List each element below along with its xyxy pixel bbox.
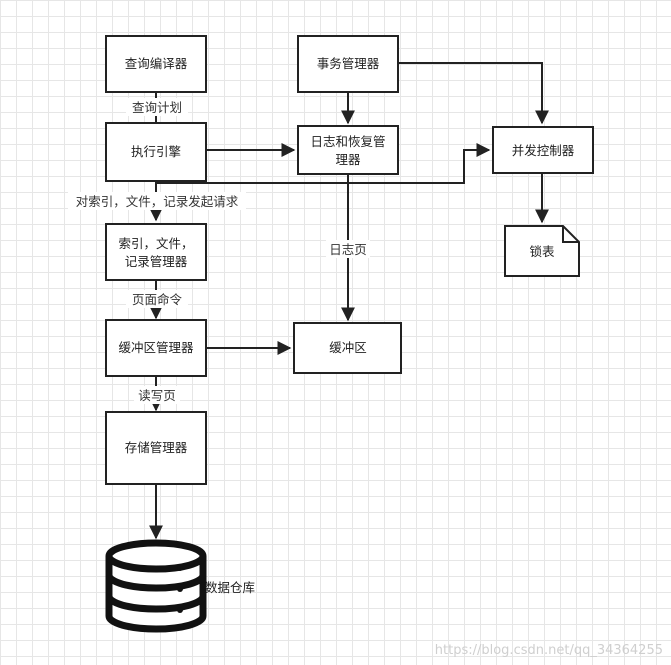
edge-label-page-command: 页面命令: [132, 292, 183, 307]
node-label: 事务管理器: [317, 56, 380, 71]
node-query-compiler: 查询编译器: [105, 35, 207, 93]
node-transaction-manager: 事务管理器: [297, 35, 399, 93]
node-label-line2: 记录管理器: [125, 254, 188, 269]
edge-labels: 查询计划 对索引，文件，记录发起请求 日志页 页面命令 读写页: [68, 98, 370, 404]
edge-label-log-page: 日志页: [329, 242, 367, 257]
node-label: 并发控制器: [512, 143, 575, 158]
node-label: 缓冲区管理器: [118, 340, 194, 355]
node-concurrency-controller: 并发控制器: [492, 126, 594, 174]
data-warehouse-icon: [105, 539, 207, 633]
node-storage-manager: 存储管理器: [105, 411, 207, 485]
node-lock-table: 锁表: [504, 225, 580, 277]
node-label-line1: 索引，文件，: [118, 236, 193, 251]
node-buffer: 缓冲区: [293, 322, 402, 374]
edge-label-query-plan: 查询计划: [132, 100, 182, 115]
node-label: 缓冲区: [329, 340, 367, 355]
node-buffer-manager: 缓冲区管理器: [105, 319, 207, 377]
edge-transaction-to-concurrency: [398, 62, 549, 125]
node-log-recovery-manager: 日志和恢复管 理器: [297, 125, 399, 175]
node-label: 存储管理器: [125, 440, 188, 455]
data-warehouse-label: 数据仓库: [205, 580, 255, 595]
edge-label-request-index-file-record: 对索引，文件，记录发起请求: [76, 194, 239, 209]
node-label: 执行引擎: [131, 144, 181, 159]
node-label-line1: 日志和恢复管: [310, 134, 385, 149]
edge-label-read-write-page: 读写页: [138, 388, 176, 403]
watermark: https://blog.csdn.net/qq_34364255: [435, 643, 663, 658]
node-label-line2: 理器: [335, 152, 361, 167]
node-label: 查询编译器: [125, 56, 188, 71]
node-index-file-record-manager: 索引，文件， 记录管理器: [105, 223, 207, 281]
node-execution-engine: 执行引擎: [105, 122, 207, 182]
node-label: 锁表: [529, 244, 555, 259]
